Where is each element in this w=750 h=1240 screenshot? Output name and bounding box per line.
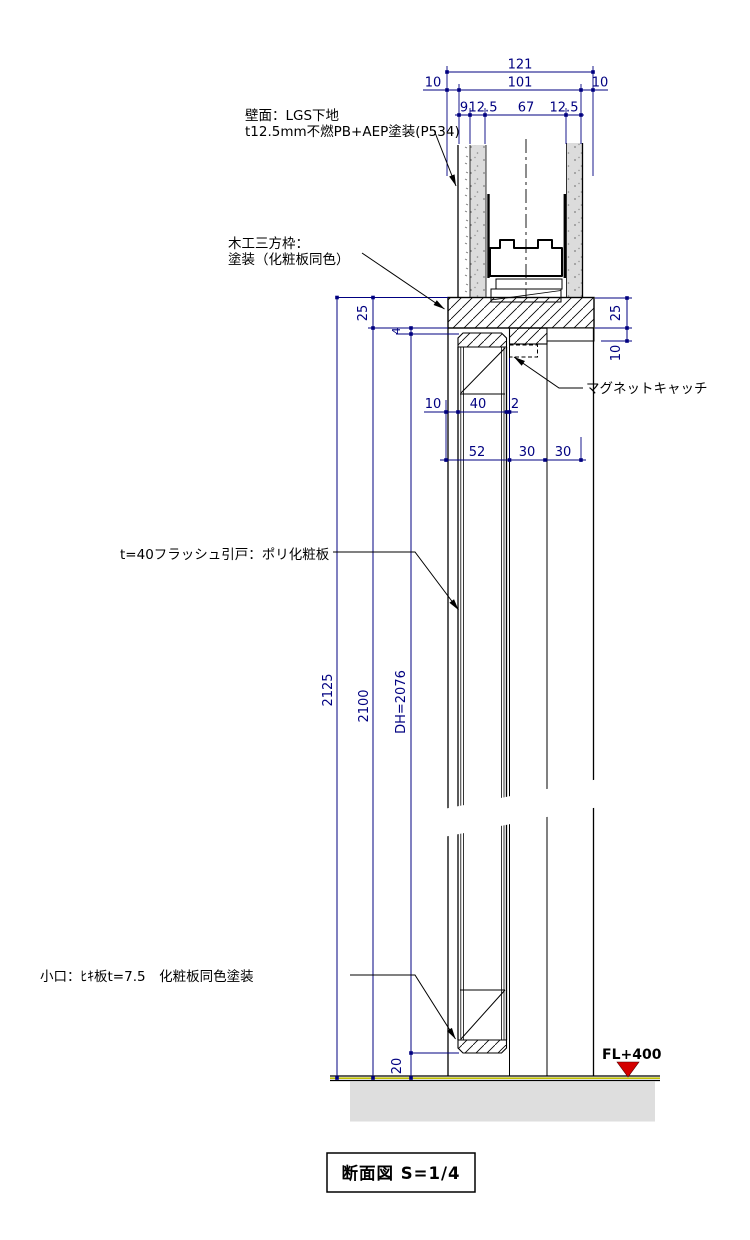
door-leaf <box>457 332 508 1054</box>
dim-20: 20 <box>390 1058 405 1075</box>
floor <box>330 1075 660 1122</box>
frame-label-line2: 塗装（化粧板同色） <box>228 251 350 268</box>
dim-121: 121 <box>508 58 533 73</box>
dim-40: 40 <box>470 397 487 412</box>
wall-plaster-layer <box>458 145 470 297</box>
dim-9: 9 <box>460 101 468 116</box>
door-bottom-rail-brace <box>460 989 506 1040</box>
dim-10-mid: 10 <box>425 397 442 412</box>
title-box <box>326 1152 476 1193</box>
leader-magnet <box>513 356 583 389</box>
wall-pb-layer-right <box>566 143 583 297</box>
dim-2125: 2125 <box>321 673 336 706</box>
magnet-catch-label: マグネットキャッチ <box>586 381 708 397</box>
pocket-wall-left <box>457 145 487 297</box>
level-triangle-icon <box>616 1061 640 1078</box>
dimension-texts: 121 10 101 10 9 12.5 67 12.5 10 40 2 52 … <box>321 58 624 1075</box>
dim-30-a: 30 <box>519 445 536 460</box>
magnet-catch-outline <box>509 344 538 358</box>
door-top-edge-board <box>457 332 508 348</box>
leader-wall <box>433 129 457 187</box>
dim-52: 52 <box>469 445 486 460</box>
dim-12-5-right: 12.5 <box>550 101 579 116</box>
dim-25-right: 25 <box>609 305 624 322</box>
floor-slab <box>350 1081 655 1122</box>
door-stop-block <box>508 327 548 345</box>
door-track <box>487 194 566 303</box>
leader-lines <box>333 129 583 1040</box>
track-mount-plate <box>495 278 563 290</box>
frame-label-line1: 木工三方枠： <box>228 236 309 252</box>
dim-101: 101 <box>508 76 533 91</box>
dim-10-right-side: 10 <box>609 345 624 362</box>
leader-door <box>333 551 459 611</box>
dimension-lines <box>336 71 628 1078</box>
break-band <box>428 776 614 840</box>
dim-dh2076: DH=2076 <box>394 670 409 734</box>
wall-pb-layer-left <box>470 145 486 297</box>
door-top-rail-brace <box>460 347 506 394</box>
head-jamb <box>447 296 595 329</box>
pocket-wall-right <box>566 143 584 297</box>
dim-4: 4 <box>390 328 403 335</box>
dim-2100: 2100 <box>357 689 372 722</box>
track-leg-right <box>563 194 566 278</box>
dim-2: 2 <box>511 397 519 412</box>
drawing-title: 断面図 S=1/4 <box>342 1163 461 1183</box>
dim-67: 67 <box>518 101 535 116</box>
floor-level-label: FL+400 <box>602 1047 662 1063</box>
door-label: t=40フラッシュ引戸：ポリ化粧板 <box>120 547 330 563</box>
track-rail <box>489 239 563 277</box>
annotation-labels: 壁面：LGS下地 t12.5mm不燃PB+AEP塗装(P534) 木工三方枠： … <box>40 108 708 985</box>
track-leg-left <box>487 194 490 278</box>
dim-12-5-left: 12.5 <box>469 101 498 116</box>
leader-frame <box>361 252 445 310</box>
dim-30-b: 30 <box>555 445 572 460</box>
title-block: 断面図 S=1/4 <box>326 1152 476 1193</box>
level-marker: FL+400 <box>602 1047 662 1078</box>
wall-label-line2: t12.5mm不燃PB+AEP塗装(P534) <box>245 123 460 140</box>
dim-25-left: 25 <box>356 305 371 322</box>
dim-10-left: 10 <box>425 76 442 91</box>
wall-label-line1: 壁面：LGS下地 <box>245 108 340 124</box>
dim-10-right: 10 <box>592 76 609 91</box>
dimension-ticks <box>335 70 629 1080</box>
leader-door-edge <box>350 974 456 1040</box>
head-frame <box>447 296 595 358</box>
far-side-casing <box>546 327 595 342</box>
door-edge-label: 小口：ﾋｷ板t=7.5 化粧板同色塗装 <box>40 968 254 985</box>
door-bottom-edge-board <box>457 1039 508 1054</box>
